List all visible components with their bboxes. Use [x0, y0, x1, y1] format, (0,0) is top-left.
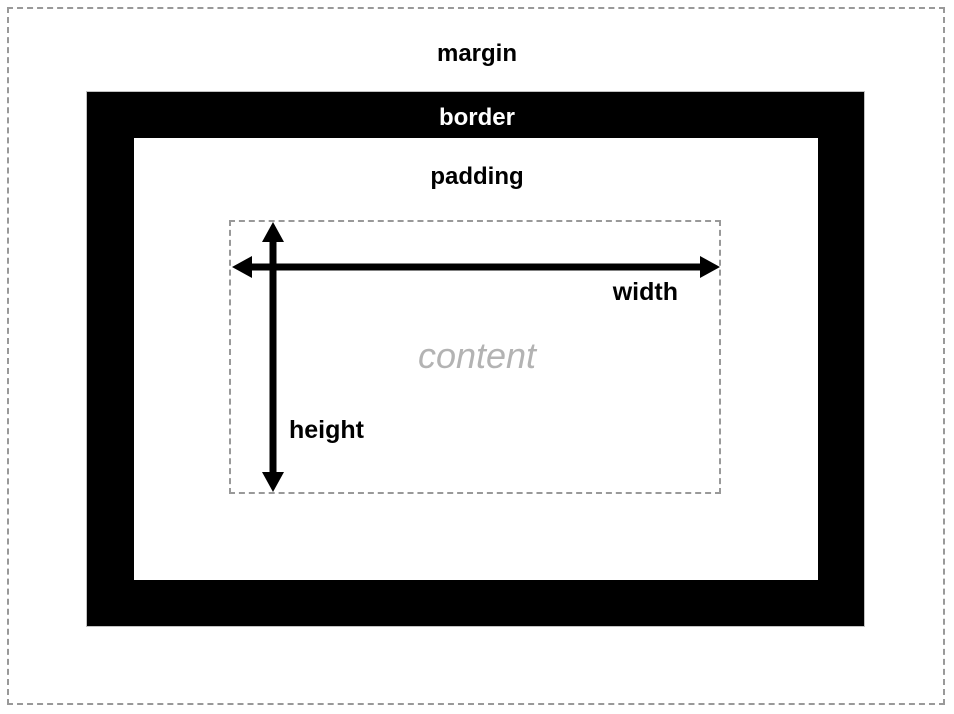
margin-label: margin [436, 40, 517, 67]
padding-area [134, 138, 818, 580]
height-label: height [289, 416, 364, 444]
width-label: width [612, 278, 678, 306]
border-label: border [438, 104, 515, 131]
content-label: content [417, 335, 537, 376]
padding-label: padding [430, 163, 524, 190]
content-area [229, 220, 721, 494]
margin-area [7, 7, 945, 705]
